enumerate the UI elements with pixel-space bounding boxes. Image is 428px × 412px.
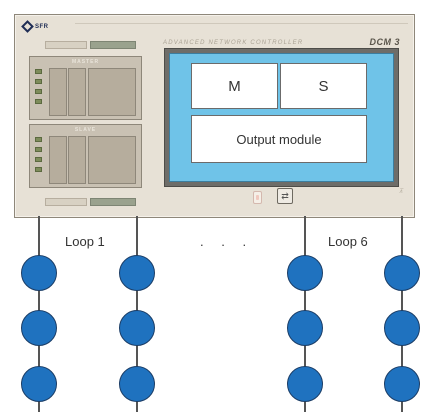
- top-status-label-plate: [45, 41, 87, 49]
- loop-device-node: [21, 310, 57, 346]
- status-led: [35, 167, 42, 172]
- header-divider: [75, 23, 408, 24]
- controller-subtitle: ADVANCED NETWORK CONTROLLER: [163, 40, 304, 46]
- panel-corner-mark: ⊼: [398, 189, 403, 195]
- master-box: M: [191, 63, 278, 109]
- status-led: [35, 137, 42, 142]
- loop-device-node: [119, 255, 155, 291]
- loop-device-node: [384, 255, 420, 291]
- slave-module: SLAVE: [29, 124, 142, 188]
- master-card-slot: [68, 68, 86, 116]
- top-status-display: [90, 41, 136, 49]
- slave-card-slot: [68, 136, 86, 184]
- loop-label-last: Loop 6: [328, 234, 368, 249]
- controller-panel: SFR ADVANCED NETWORK CONTROLLER DCM 3 MA…: [14, 14, 415, 218]
- master-module: MASTER: [29, 56, 142, 120]
- status-led: [35, 99, 42, 104]
- status-led: [35, 79, 42, 84]
- brand-logo: SFR: [21, 20, 49, 33]
- loop-device-node: [21, 255, 57, 291]
- status-led: [35, 69, 42, 74]
- indicator-light-icon: [253, 191, 262, 204]
- loop-device-node: [287, 366, 323, 402]
- slave-card-slot: [88, 136, 136, 184]
- logo-text: SFR: [35, 23, 49, 30]
- loop-device-node: [21, 366, 57, 402]
- slave-module-title: SLAVE: [74, 127, 97, 133]
- slave-box: S: [280, 63, 367, 109]
- loop-device-node: [384, 310, 420, 346]
- loop-ellipsis: . . .: [200, 234, 254, 249]
- status-led: [35, 89, 42, 94]
- logo-diamond-icon: [21, 20, 34, 33]
- slave-card-slot: [49, 136, 67, 184]
- slave-led-column: [35, 137, 44, 172]
- master-module-title: MASTER: [71, 59, 100, 65]
- status-led: [35, 157, 42, 162]
- bottom-status-display: [90, 198, 136, 206]
- loop-device-node: [384, 366, 420, 402]
- bottom-status-label-plate: [45, 198, 87, 206]
- bottom-status-bar: [45, 198, 165, 206]
- top-status-bar: [45, 41, 165, 49]
- output-module-box: Output module: [191, 115, 367, 163]
- status-led: [35, 147, 42, 152]
- display-frame: M S Output module: [164, 48, 399, 187]
- loop-device-node: [119, 310, 155, 346]
- master-card-slot: [49, 68, 67, 116]
- master-card-slot: [88, 68, 136, 116]
- master-led-column: [35, 69, 44, 104]
- loop-label-first: Loop 1: [65, 234, 105, 249]
- display-screen: M S Output module: [169, 53, 394, 182]
- loop-device-node: [287, 310, 323, 346]
- loop-device-node: [287, 255, 323, 291]
- loop-device-node: [119, 366, 155, 402]
- controller-model: DCM 3: [369, 37, 400, 47]
- network-button-icon[interactable]: ⇄: [277, 188, 293, 204]
